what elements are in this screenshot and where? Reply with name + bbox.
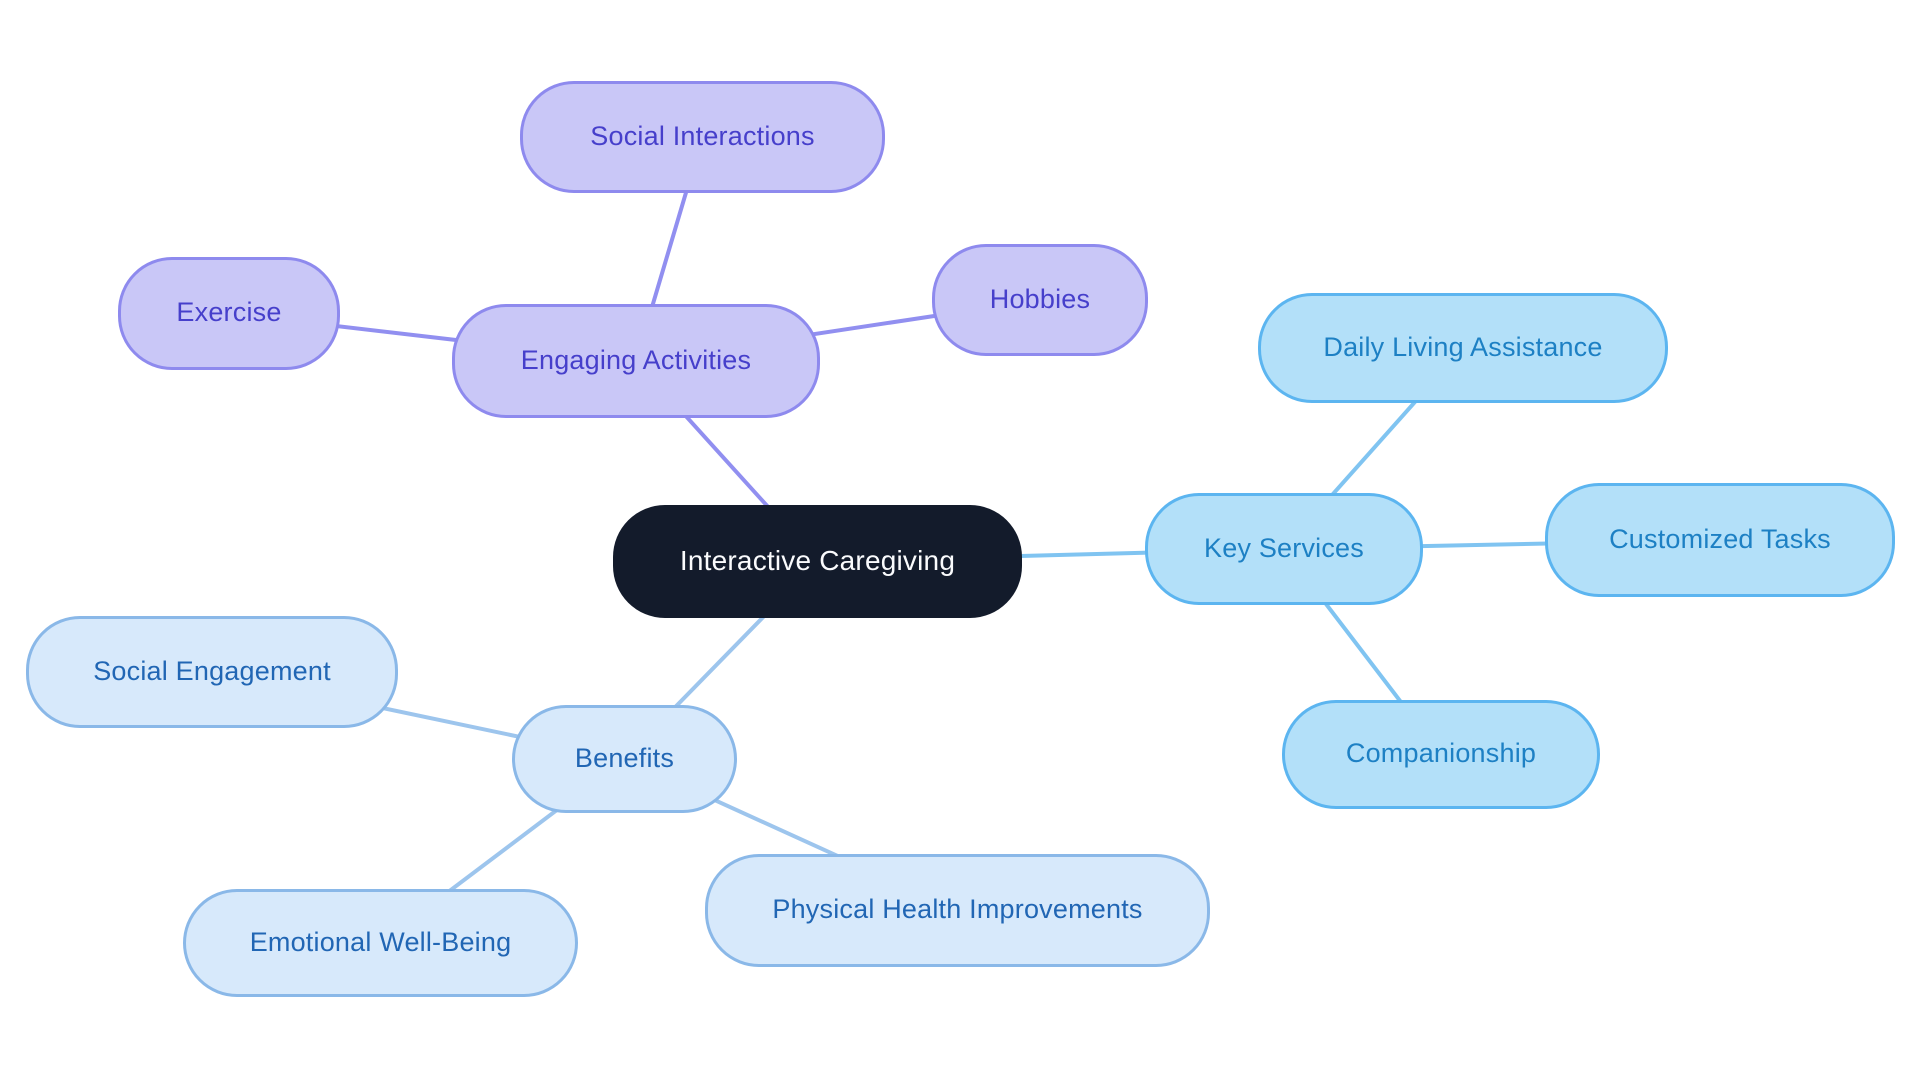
node-label-hobbies: Hobbies — [989, 283, 1091, 314]
node-label-interactive-caregiving: Interactive Caregiving — [679, 544, 956, 576]
node-label-benefits: Benefits — [574, 742, 675, 773]
node-companionship: Companionship — [1282, 700, 1600, 809]
node-social-engagement: Social Engagement — [26, 616, 398, 728]
node-label-physical-health-improvements: Physical Health Improvements — [772, 894, 1143, 924]
node-label-social-interactions: Social Interactions — [590, 120, 815, 151]
node-label-social-engagement: Social Engagement — [93, 655, 331, 686]
node-social-interactions: Social Interactions — [520, 81, 885, 193]
node-label-emotional-well-being: Emotional Well-Being — [249, 926, 512, 957]
node-customized-tasks: Customized Tasks — [1545, 483, 1895, 597]
node-interactive-caregiving: Interactive Caregiving — [613, 505, 1022, 618]
node-label-key-services: Key Services — [1204, 532, 1364, 563]
node-exercise: Exercise — [118, 257, 340, 370]
node-label-engaging-activities: Engaging Activities — [520, 344, 752, 375]
node-hobbies: Hobbies — [932, 244, 1148, 356]
node-label-daily-living-assistance: Daily Living Assistance — [1323, 331, 1603, 362]
node-emotional-well-being: Emotional Well-Being — [183, 889, 578, 997]
node-label-exercise: Exercise — [176, 297, 282, 327]
node-label-customized-tasks: Customized Tasks — [1609, 523, 1831, 554]
node-benefits: Benefits — [512, 705, 737, 813]
node-daily-living-assistance: Daily Living Assistance — [1258, 293, 1668, 403]
node-engaging-activities: Engaging Activities — [452, 304, 820, 418]
node-label-companionship: Companionship — [1345, 738, 1537, 768]
node-key-services: Key Services — [1145, 493, 1423, 605]
node-physical-health-improvements: Physical Health Improvements — [705, 854, 1210, 967]
